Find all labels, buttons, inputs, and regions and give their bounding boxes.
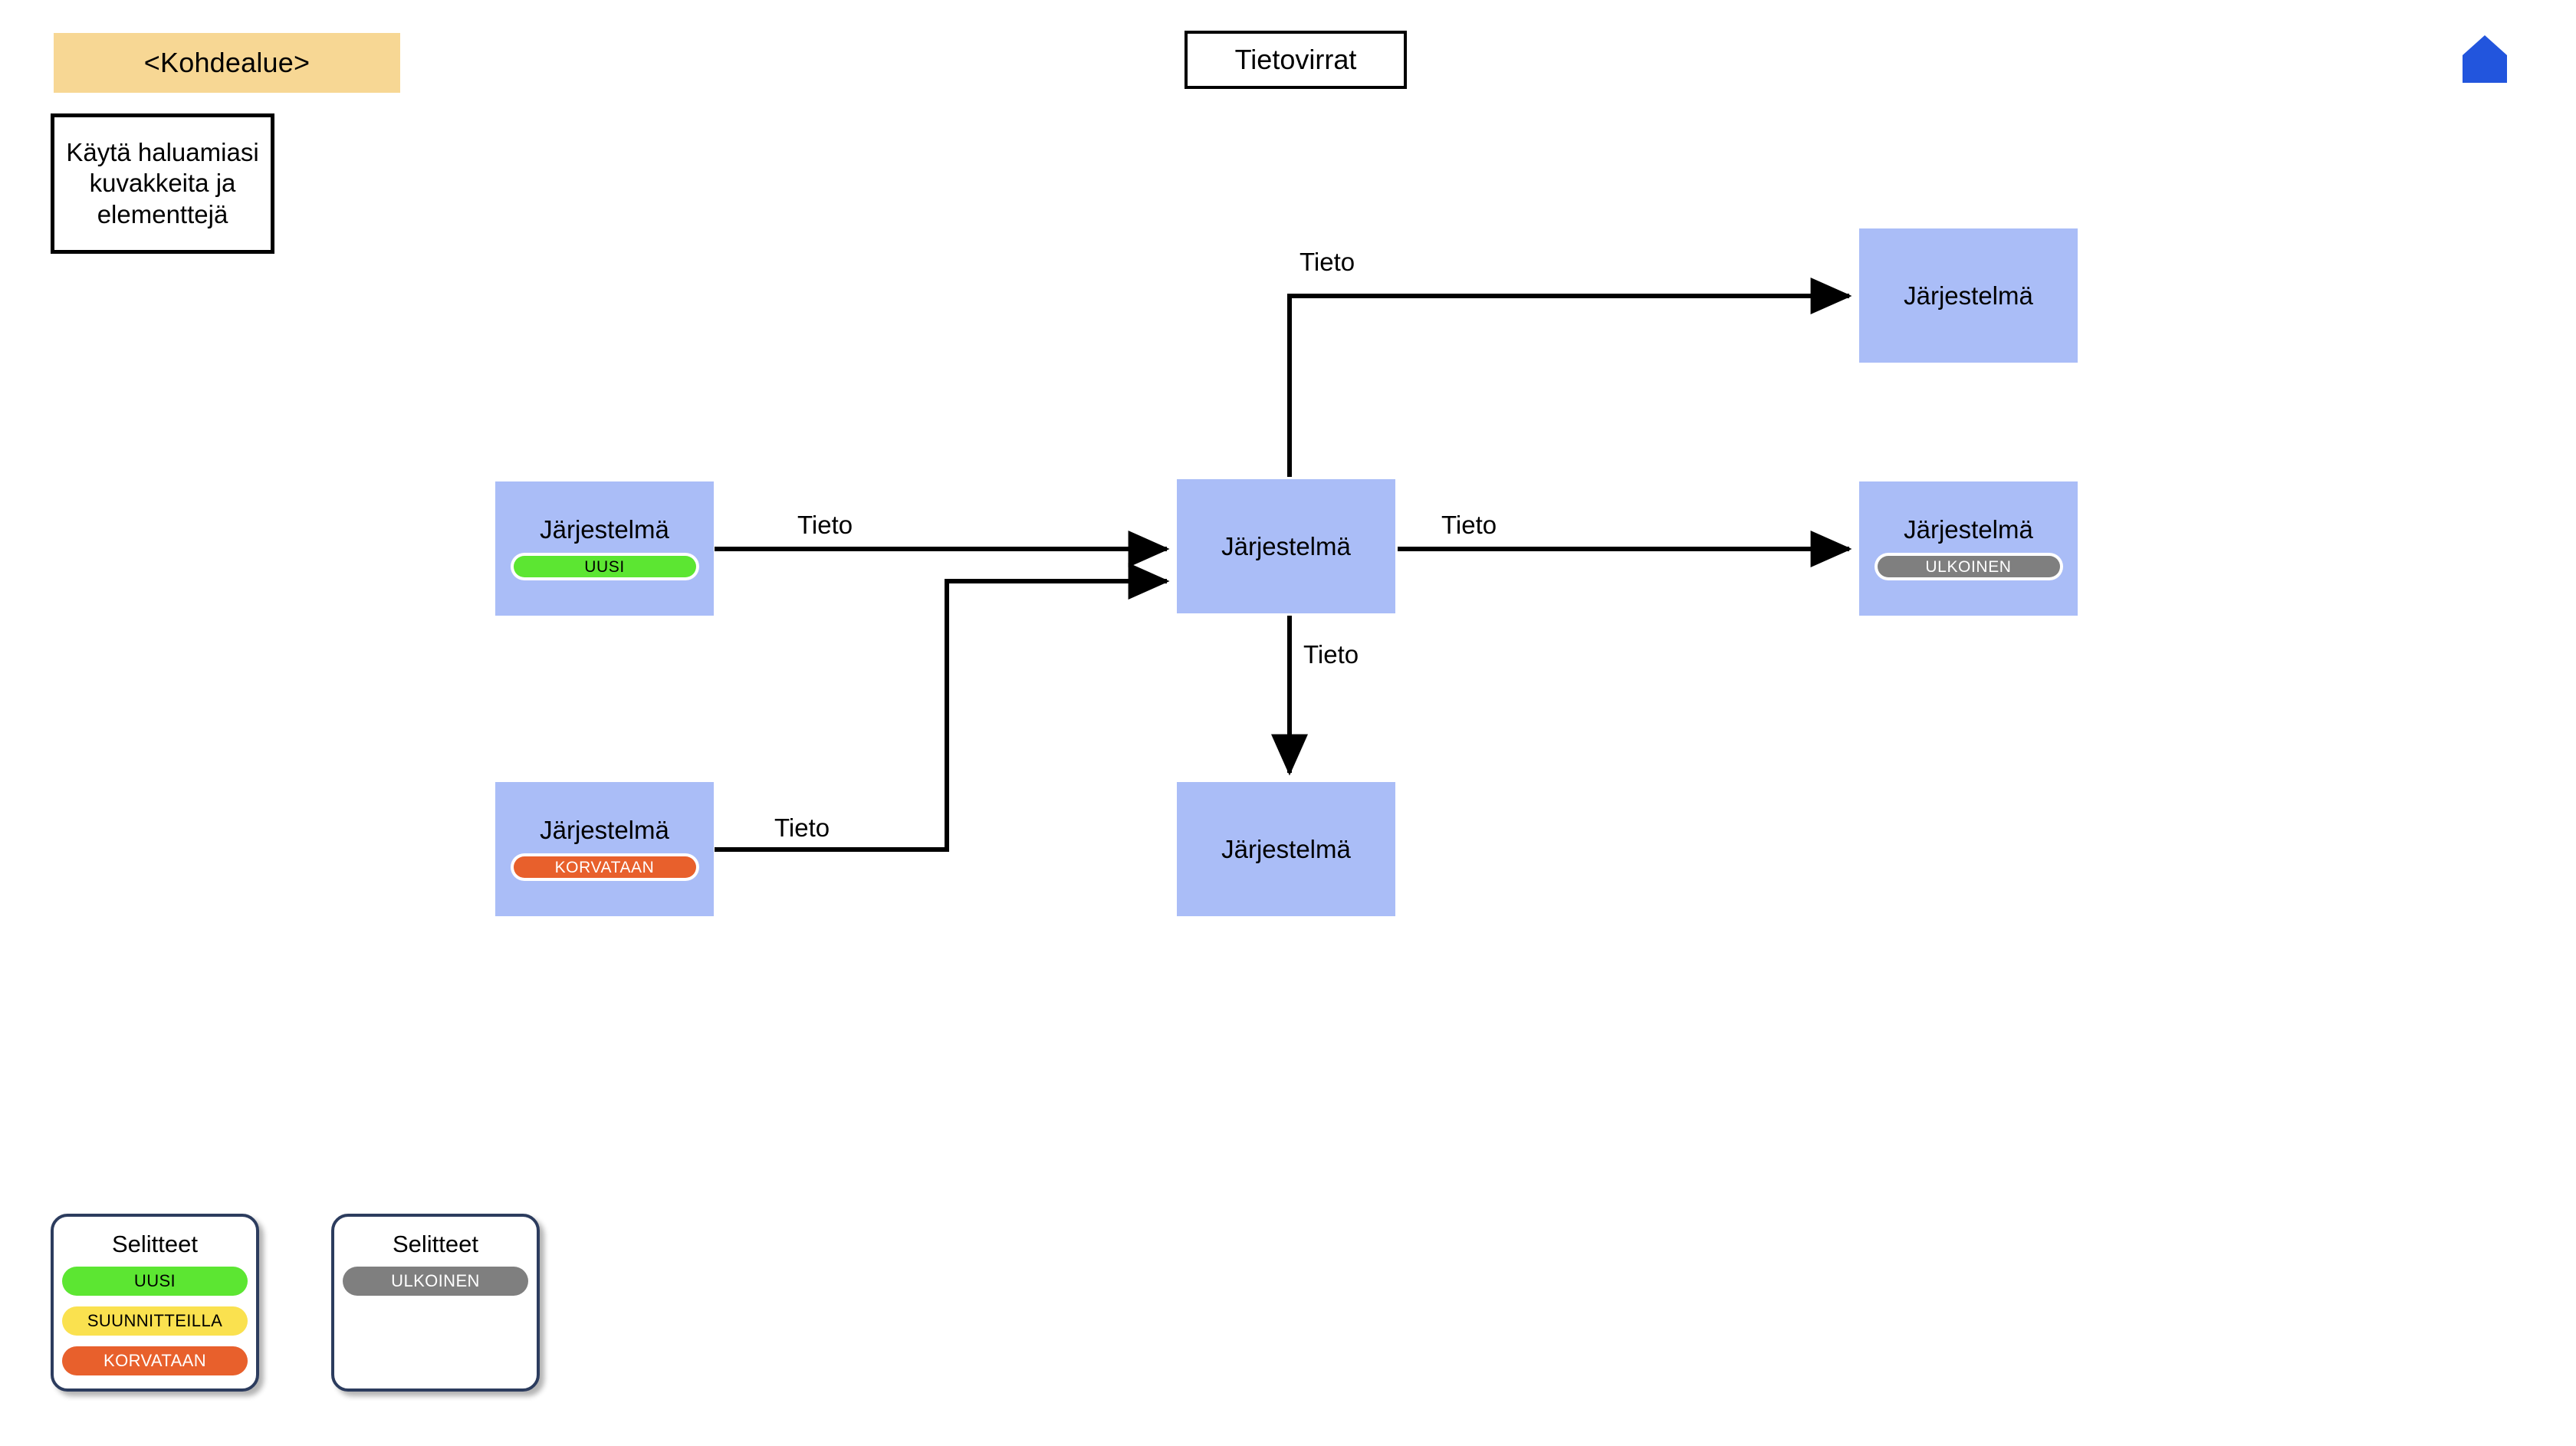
diagram-title-box: Tietovirrat	[1184, 31, 1407, 89]
instruction-note-text: Käytä haluamiasi kuvakkeita ja elementte…	[66, 138, 259, 228]
legend-item-ulkoinen: ULKOINEN	[343, 1267, 528, 1296]
domain-band: <Kohdealue>	[54, 33, 400, 93]
status-badge-frame: UUSI	[510, 553, 699, 580]
edge-label-leftbottom-to-center: Tieto	[774, 813, 830, 842]
house-icon[interactable]	[2458, 34, 2512, 84]
system-node-center[interactable]: Järjestelmä	[1177, 479, 1395, 613]
node-label: Järjestelmä	[1904, 281, 2033, 310]
legend-item-suunnitteilla: SUUNNITTEILLA	[62, 1306, 248, 1336]
legend-title: Selitteet	[392, 1231, 478, 1257]
domain-band-label: <Kohdealue>	[143, 47, 310, 78]
node-label: Järjestelmä	[540, 515, 669, 544]
status-badge-frame: KORVATAAN	[510, 853, 699, 881]
edge-label-center-to-right-mid: Tieto	[1441, 511, 1497, 539]
system-node-right-mid[interactable]: Järjestelmä ULKOINEN	[1859, 481, 2078, 616]
status-badge: KORVATAAN	[513, 856, 696, 878]
node-label: Järjestelmä	[1221, 835, 1351, 863]
legend-item-uusi: UUSI	[62, 1267, 248, 1296]
legend-card-statuses: Selitteet UUSI SUUNNITTEILLA KORVATAAN	[51, 1214, 259, 1392]
system-node-left-bottom[interactable]: Järjestelmä KORVATAAN	[495, 782, 714, 916]
status-badge-frame: ULKOINEN	[1874, 553, 2063, 580]
edge-label-left-to-center: Tieto	[797, 511, 853, 539]
legend-item-korvataan: KORVATAAN	[62, 1346, 248, 1375]
legend-title: Selitteet	[111, 1231, 198, 1257]
system-node-right-top[interactable]: Järjestelmä	[1859, 228, 2078, 363]
status-badge: ULKOINEN	[1877, 556, 2060, 577]
edge-label-center-to-bottom: Tieto	[1303, 640, 1359, 669]
system-node-left-mid[interactable]: Järjestelmä UUSI	[495, 481, 714, 616]
node-label: Järjestelmä	[540, 816, 669, 844]
legend-card-external: Selitteet ULKOINEN	[331, 1214, 540, 1392]
instruction-note-box: Käytä haluamiasi kuvakkeita ja elementte…	[51, 113, 274, 254]
status-badge: UUSI	[513, 556, 696, 577]
node-label: Järjestelmä	[1221, 532, 1351, 560]
edge-leftbottom-to-center	[715, 563, 1170, 852]
system-node-center-bottom[interactable]: Järjestelmä	[1177, 782, 1395, 916]
edge-center-to-right-top	[1287, 278, 1852, 477]
edge-label-center-to-right-top: Tieto	[1300, 248, 1355, 276]
page-title: Tietovirrat	[1234, 44, 1357, 75]
node-label: Järjestelmä	[1904, 515, 2033, 544]
